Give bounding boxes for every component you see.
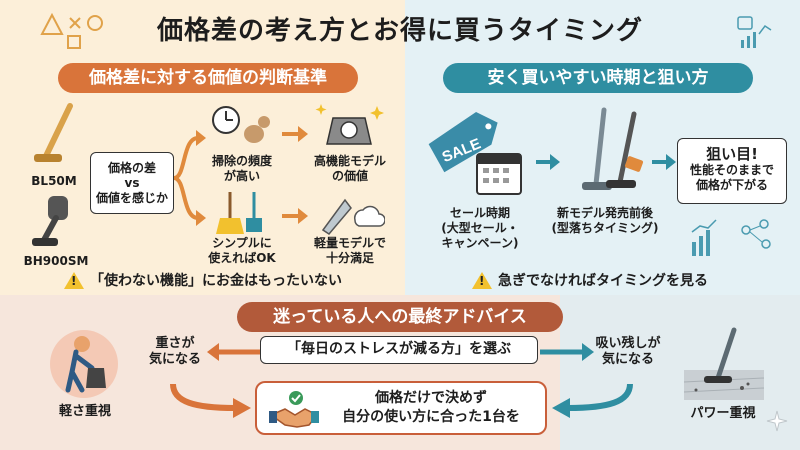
left-note-text: 「使わない機能」にお金はもったいない [90,273,342,289]
clock-pets-icon [212,106,270,143]
arrow-right-icon [282,126,308,142]
trend-icons [691,219,771,256]
choice-box: 「毎日のストレスが減る方」を選ぶ [260,336,538,364]
left-section-header: 価格差に対する価値の判断基準 [58,63,358,93]
page-title: 価格差の考え方とお得に買うタイミング [156,16,643,46]
vacuum-models-icon [582,107,644,190]
lightness-focus-label: 軽さ重視 [58,404,111,419]
arrow-right-icon-5 [540,343,594,361]
arrow-left-icon [207,343,263,361]
suction-concern-label: 吸い残しが 気になる [595,336,661,367]
advice-text: 価格だけで決めず 自分の使い方に合った1台を [342,390,520,425]
scale-sparkle-icon [315,104,384,145]
shapes-icon [40,12,103,49]
handshake-check-icon [269,391,319,428]
sparkle-icon [766,410,788,432]
left-note: 「使わない機能」にお金はもったいない [64,270,342,290]
lightweight-satisfied-label: 軽量モデルで 十分満足 [313,236,386,265]
bottom-section-header: 迷っている人への最終アドバイス [237,302,563,332]
chart-icon [737,16,772,48]
right-note: 急ぎでなければタイミングを見る [472,270,708,290]
sale-period-label: セール時期 (大型セール・ キャンペーン) [441,206,519,250]
product1-label: BL50M [31,174,77,188]
arrow-right-icon-3 [536,154,560,170]
target-box: 狙い目! 性能そのままで 価格が下がる [677,138,787,204]
person-lifting-icon [50,330,118,398]
vacuum-floor-icon [683,327,765,400]
sale-calendar-icon: SALE [428,111,522,195]
product2-label: BH900SM [23,254,89,268]
feather-cloud-icon [321,198,385,235]
simple-use-label: シンプルに 使えればOK [208,236,276,265]
branch-arrows [173,130,206,226]
stick-vacuum-icon [34,103,73,162]
right-section-header: 安く買いやすい時期と狙い方 [443,63,753,93]
curved-arrow-left [170,383,251,418]
advice-box: 価格だけで決めず 自分の使い方に合った1台を [255,381,547,435]
price-vs-value-box: 価格の差 vs 価値を感じか [90,152,174,214]
frequent-cleaning-label: 掃除の頻度 が高い [211,154,272,183]
weight-concern-label: 重さが 気になる [148,336,201,367]
power-focus-label: パワー重視 [690,406,756,421]
curved-arrow-right [552,383,633,418]
high-end-value-label: 高機能モデル の価値 [313,154,386,183]
handheld-vacuum-icon [32,196,68,246]
arrow-right-icon-4 [652,154,676,170]
new-model-label: 新モデル発売前後 (型落ちタイミング) [551,206,659,235]
right-note-text: 急ぎでなければタイミングを見る [498,273,708,289]
warning-icon [64,271,84,289]
target-text: 性能そのままで 価格が下がる [689,163,774,192]
left-panel-background [0,0,405,295]
warning-icon-2 [472,271,492,289]
broom-icon [216,192,262,234]
arrow-right-icon-2 [282,208,308,224]
target-title: 狙い目! [706,145,758,163]
